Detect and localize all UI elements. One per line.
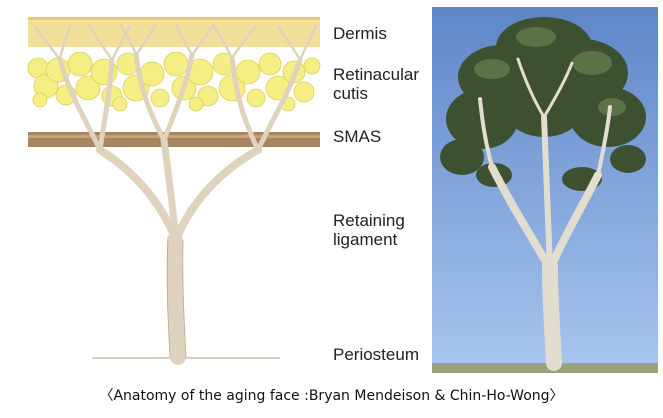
retinacular-cutis-fat: [27, 51, 321, 112]
retaining-ligament-illustration: [27, 17, 321, 365]
smas-layer: [28, 132, 320, 147]
label-retaining-ligament: Retaining ligament: [333, 211, 405, 249]
label-periosteum: Periosteum: [333, 345, 419, 364]
smas-layer-highlight: [28, 135, 320, 138]
label-dermis: Dermis: [333, 24, 387, 43]
figure-caption: 〈Anatomy of the aging face :Bryan Mendei…: [99, 388, 564, 404]
tree-photo-drawing: [432, 7, 658, 373]
label-retinacular-cutis: Retinacular cutis: [333, 65, 419, 103]
ligament-branches: [34, 22, 318, 365]
ligament-branch-outlines: [166, 239, 187, 358]
tree-foliage-highlights: [474, 27, 626, 116]
dermis-layer: [28, 17, 320, 47]
ground: [432, 363, 658, 373]
label-smas: SMAS: [333, 127, 382, 146]
tree-trunk: [478, 57, 612, 371]
tree-photo: [432, 7, 658, 373]
dermis-layer-top-edge: [28, 17, 320, 20]
